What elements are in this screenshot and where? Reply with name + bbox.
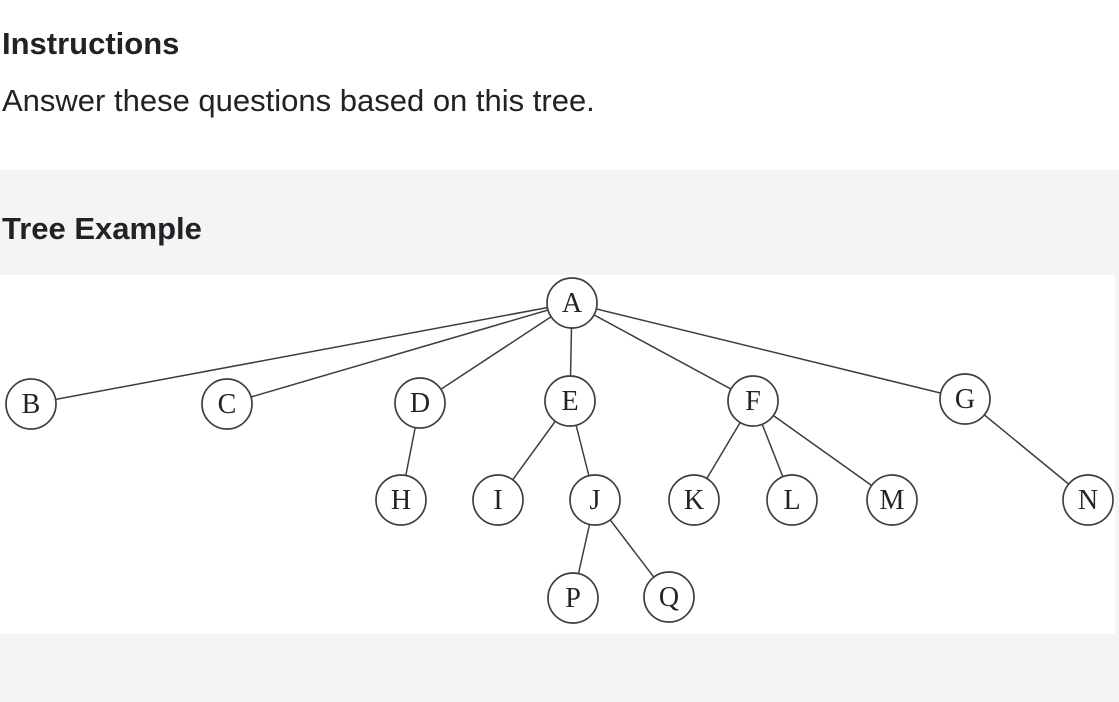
tree-node-circle-K [668, 474, 720, 526]
tree-edge-F-M [752, 400, 893, 501]
tree-node-label-I: I [493, 485, 502, 516]
tree-node-circle-P [547, 572, 599, 624]
tree-node-label-G: G [955, 384, 975, 415]
tree-node-L: L [766, 474, 818, 526]
tree-node-circle-L [766, 474, 818, 526]
tree-node-G: G [939, 373, 991, 425]
tree-node-circle-B [5, 378, 57, 430]
tree-edge-G-N [964, 398, 1089, 501]
tree-node-circle-D [394, 377, 446, 429]
tree-node-J: J [569, 474, 621, 526]
tree-node-label-J: J [590, 485, 601, 516]
tree-svg: A B C D E F G H I J K L M N P Q [5, 277, 1114, 624]
tree-edge-A-G [571, 302, 966, 400]
tree-node-label-C: C [218, 389, 237, 420]
tree-node-circle-G [939, 373, 991, 425]
tree-node-B: B [5, 378, 57, 430]
tree-node-label-B: B [22, 389, 41, 420]
tree-node-label-K: K [684, 485, 704, 516]
tree-node-K: K [668, 474, 720, 526]
tree-node-circle-I [472, 474, 524, 526]
tree-node-label-D: D [410, 388, 430, 419]
tree-node-C: C [201, 378, 253, 430]
tree-node-D: D [394, 377, 446, 429]
tree-node-F: F [727, 375, 779, 427]
tree-node-label-H: H [391, 485, 411, 516]
question-title: Tree Example [2, 211, 202, 246]
tree-node-circle-C [201, 378, 253, 430]
tree-node-label-L: L [783, 485, 800, 516]
tree-node-N: N [1062, 474, 1114, 526]
tree-node-circle-E [544, 375, 596, 427]
tree-node-circle-J [569, 474, 621, 526]
tree-node-circle-F [727, 375, 779, 427]
tree-node-circle-Q [643, 571, 695, 623]
tree-edge-A-F [571, 302, 754, 402]
instructions-body-text: Answer these questions based on this tre… [2, 83, 595, 118]
instructions-heading: Instructions [2, 26, 180, 61]
tree-node-Q: Q [643, 571, 695, 623]
tree-node-label-E: E [561, 386, 578, 417]
tree-node-M: M [866, 474, 918, 526]
tree-node-label-Q: Q [659, 582, 679, 613]
tree-diagram: A B C D E F G H I J K L M N P Q [0, 275, 1115, 634]
tree-edge-A-D [419, 302, 573, 404]
tree-node-circle-H [375, 474, 427, 526]
tree-node-label-M: M [880, 485, 905, 516]
tree-node-circle-M [866, 474, 918, 526]
tree-node-label-F: F [745, 386, 761, 417]
tree-node-circle-N [1062, 474, 1114, 526]
tree-node-H: H [375, 474, 427, 526]
tree-node-I: I [472, 474, 524, 526]
tree-edge-A-B [30, 302, 573, 405]
tree-node-A: A [546, 277, 598, 329]
tree-node-P: P [547, 572, 599, 624]
tree-node-circle-A [546, 277, 598, 329]
tree-node-label-P: P [565, 583, 581, 614]
tree-node-label-A: A [562, 288, 583, 319]
tree-edge-A-C [226, 302, 573, 405]
tree-node-label-N: N [1078, 485, 1098, 516]
tree-node-E: E [544, 375, 596, 427]
